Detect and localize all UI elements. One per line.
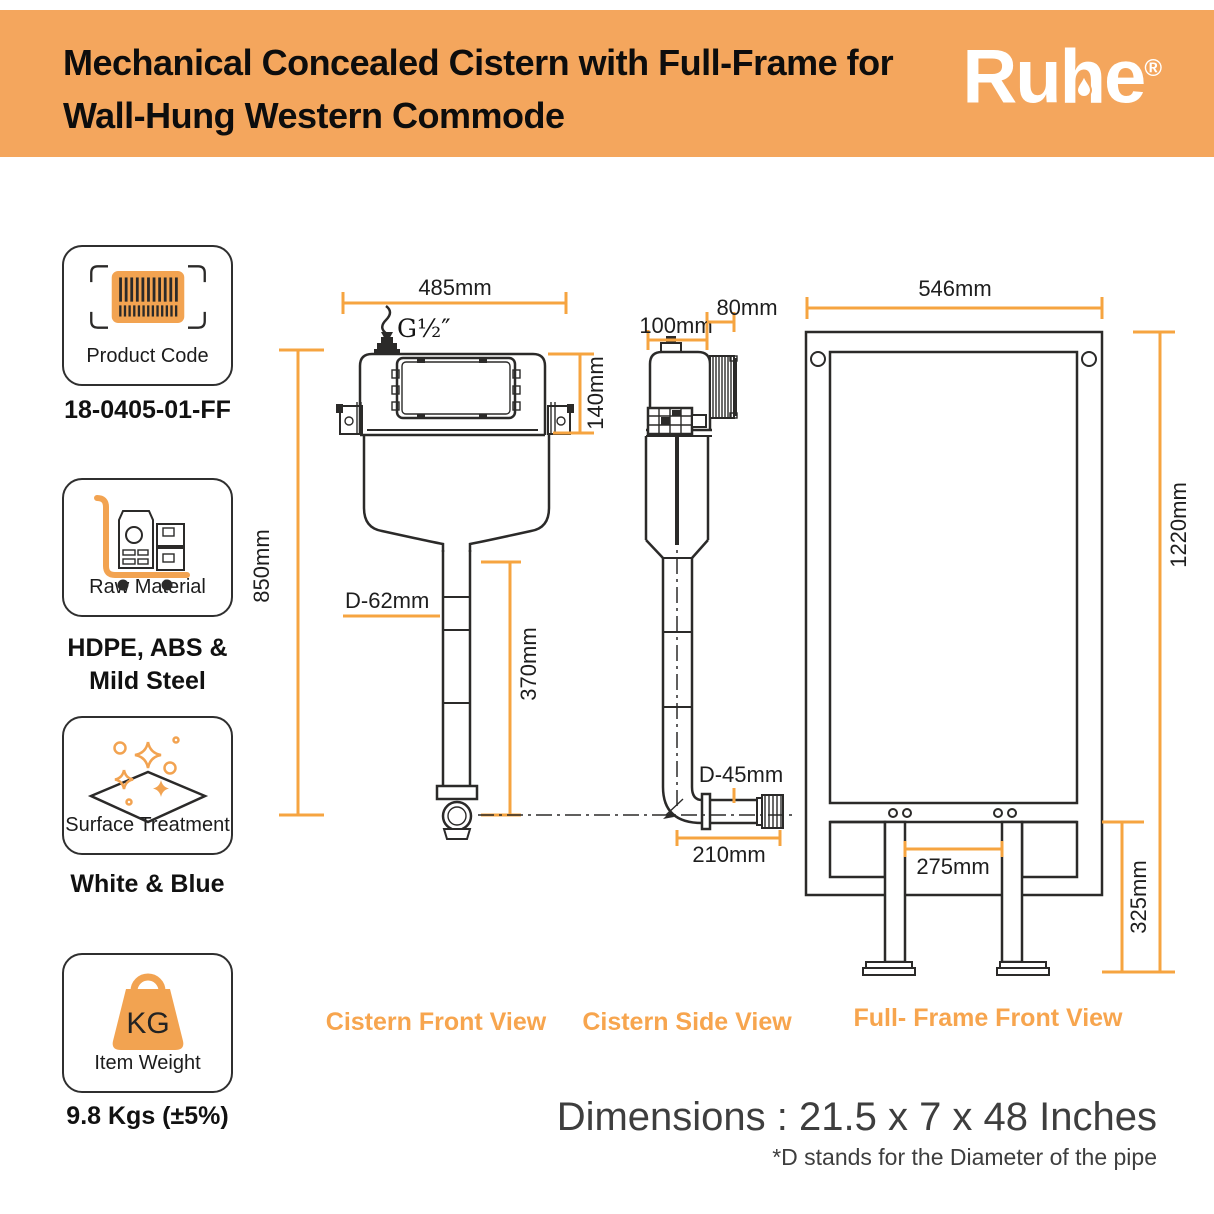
side-outlet-run-dim: 210mm — [692, 842, 765, 867]
card-product-code: Product Code — [62, 245, 233, 386]
side-outlet-diameter-dim: D-45mm — [699, 762, 783, 787]
card-label: Product Code — [86, 345, 209, 367]
front-top-height-dim: 140mm — [583, 356, 608, 429]
side-depth-dim: 100mm — [639, 313, 712, 338]
side-view-caption: Cistern Side View — [582, 1008, 792, 1036]
header-banner: Mechanical Concealed Cistern with Full-F… — [0, 10, 1214, 157]
page-title: Mechanical Concealed Cistern with Full-F… — [63, 36, 894, 142]
raw-material-value: HDPE, ABS & Mild Steel — [67, 634, 228, 695]
card-label: Item Weight — [94, 1052, 201, 1074]
brand-name: Ruhe — [962, 34, 1146, 120]
side-view-dimensions: 100mm 80mm D-45mm 210mm — [639, 295, 783, 867]
footer: Dimensions : 21.5 x 7 x 48 Inches *D sta… — [557, 1095, 1157, 1172]
cistern-front-view-drawing — [336, 305, 574, 840]
front-view-dimensions: 485mm G½″ 850mm 140mm D-62mm 370mm — [249, 275, 608, 817]
card-item-weight: KG Item Weight — [62, 953, 233, 1093]
front-view-caption: Cistern Front View — [325, 1008, 547, 1036]
barcode-icon — [64, 257, 231, 337]
kg-label: KG — [126, 1007, 169, 1040]
registered-trademark: ® — [1144, 55, 1162, 82]
frame-view-dimensions: 546mm 1220mm 275mm 325mm — [805, 276, 1191, 974]
frame-height-dim: 1220mm — [1166, 482, 1191, 568]
card-raw-material: Raw Material — [62, 478, 233, 617]
page-title-line2: Wall-Hung Western Commode — [63, 95, 565, 136]
front-total-height-dim: 850mm — [249, 529, 274, 602]
weight-bag-icon: KG — [64, 965, 231, 1061]
item-weight-value: 9.8 Kgs (±5%) — [66, 1102, 229, 1130]
frame-width-dim: 546mm — [918, 276, 991, 301]
inlet-thread-dim: G½″ — [397, 314, 451, 343]
front-pipe-diameter-dim: D-62mm — [345, 588, 429, 613]
page-title-line1: Mechanical Concealed Cistern with Full-F… — [63, 42, 894, 83]
full-frame-view-drawing — [804, 330, 1104, 976]
overall-dimensions-text: Dimensions : 21.5 x 7 x 48 Inches — [556, 1095, 1157, 1139]
frame-view-caption: Full- Frame Front View — [853, 1004, 1123, 1032]
water-drop-icon — [1076, 74, 1093, 98]
frame-leg-spacing-dim: 275mm — [916, 854, 989, 879]
material-trolley-icon — [64, 490, 231, 594]
diameter-note-text: *D stands for the Diameter of the pipe — [772, 1144, 1157, 1170]
front-pipe-length-dim: 370mm — [516, 627, 541, 700]
product-code-value: 18-0405-01-FF — [64, 396, 231, 424]
surface-sparkle-icon — [64, 728, 231, 828]
cistern-side-view-drawing — [644, 336, 784, 831]
surface-treatment-value: White & Blue — [70, 870, 225, 898]
front-width-dim: 485mm — [418, 275, 491, 300]
side-plate-depth-dim: 80mm — [716, 295, 777, 320]
brand-logo: Ruhe® — [962, 24, 1162, 122]
frame-leg-height-dim: 325mm — [1126, 860, 1151, 933]
card-label: Surface Treatment — [65, 814, 230, 836]
card-surface-treatment: Surface Treatment — [62, 716, 233, 855]
